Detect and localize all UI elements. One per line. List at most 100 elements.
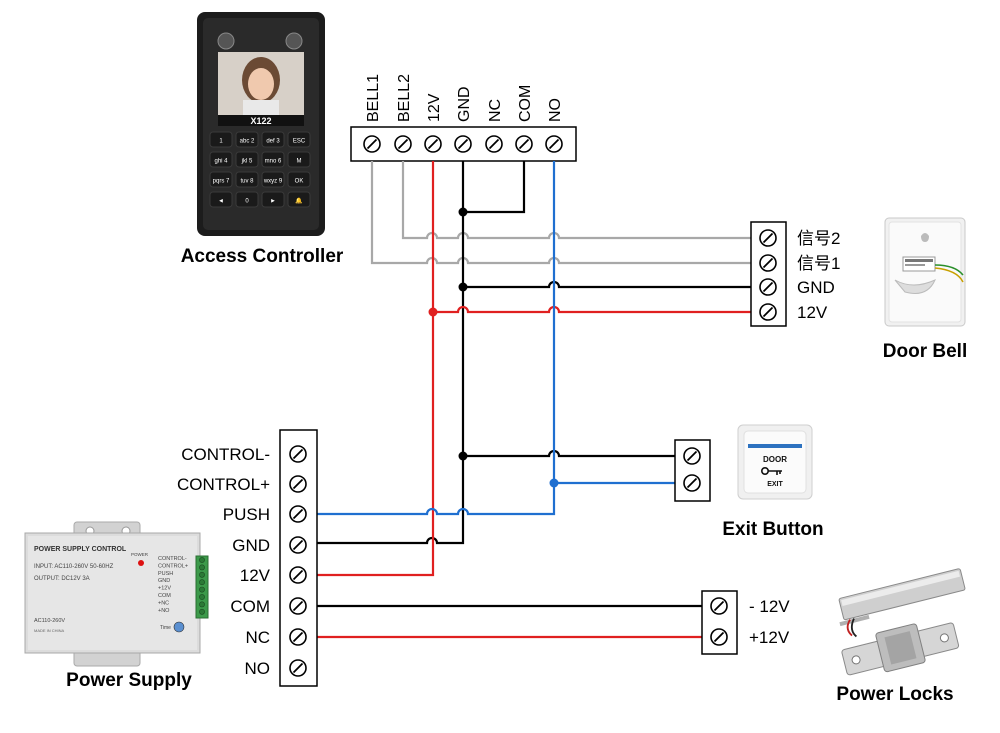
svg-text:ghi 4: ghi 4 [214, 159, 228, 165]
ps-terminal-label-com: COM [230, 597, 270, 616]
svg-text:abc 2: abc 2 [240, 139, 255, 145]
keypad-key-1: abc 2 [235, 131, 259, 148]
keypad-key-15: 🔔 [287, 191, 311, 208]
keypad-key-5: jkl 5 [235, 151, 259, 168]
title-access-controller: Access Controller [181, 246, 344, 267]
terminal-label-gnd: GND [456, 86, 473, 122]
keypad-key-10: wxyz 9 [261, 171, 285, 188]
screw-terminal-bell2 [394, 135, 412, 153]
keypad-key-2: def 3 [261, 131, 285, 148]
keypad-key-0: 1 [209, 131, 233, 148]
wire-no-trunk [317, 161, 556, 516]
exit-button-device: DOOR EXIT [737, 424, 813, 500]
bell-screw-3 [759, 303, 777, 321]
ps-screw-gnd [289, 536, 307, 554]
screw-terminal-nc [485, 135, 503, 153]
wire-gnd-bell [463, 280, 751, 289]
face-photo [242, 57, 280, 115]
keypad-key-4: ghi 4 [209, 151, 233, 168]
ps-terminal-label-nc: NC [245, 628, 270, 647]
keypad-key-6: mno 6 [261, 151, 285, 168]
access-controller-device: X122 1 abc 2 def 3 ESC ghi 4 jkl 5 mno 6 Mpqrs … [197, 12, 325, 236]
power-supply-terminal-block: CONTROL- CONTROL+ PUSH GND 12V COM NC NO [177, 429, 318, 687]
svg-text:🔔: 🔔 [295, 197, 303, 205]
bell-terminal-label-0: 信号2 [797, 229, 840, 248]
time-knob-icon [173, 621, 185, 633]
screw-terminal-com [515, 135, 533, 153]
wire-gnd-trunk [317, 161, 465, 545]
power-led [138, 560, 144, 566]
bell-terminal-label-1: 信号1 [797, 254, 840, 273]
ps-device-term-6: +NC [158, 600, 169, 606]
title-power-locks: Power Locks [836, 684, 953, 705]
ps-device-made: MADE IN CHINA [34, 628, 65, 633]
green-terminal-5 [199, 594, 205, 600]
terminal-label-com: COM [517, 85, 534, 122]
terminal-label-bell1: BELL1 [365, 74, 382, 122]
ps-terminal-label-control+: CONTROL+ [177, 475, 270, 494]
lock-terminal-label-0: - 12V [749, 597, 790, 616]
lock-screw-0 [710, 597, 728, 615]
keypad-key-12: ◄ [209, 191, 233, 208]
svg-text:0: 0 [245, 199, 249, 205]
svg-text:jkl 5: jkl 5 [241, 159, 253, 165]
ps-terminal-label-control-: CONTROL- [181, 445, 270, 464]
bell-screw-0 [759, 229, 777, 247]
keypad-key-8: pqrs 7 [209, 171, 233, 188]
svg-text:def 3: def 3 [266, 139, 280, 145]
terminal-label-no: NO [547, 98, 564, 122]
bell-screw-2 [759, 278, 777, 296]
ps-screw-control+ [289, 475, 307, 493]
svg-text:tuv 8: tuv 8 [240, 179, 254, 185]
svg-text:M: M [297, 159, 302, 165]
exit-face-exit: EXIT [767, 481, 783, 488]
ps-terminal-label-push: PUSH [223, 505, 270, 524]
controller-model: X122 [250, 116, 271, 126]
strike-lock [841, 622, 960, 676]
title-door-bell: Door Bell [883, 341, 967, 362]
key-icon [760, 466, 782, 475]
ps-device-term-3: GND [158, 578, 170, 584]
exit-face-door: DOOR [763, 455, 787, 464]
screw-terminal-12v [424, 135, 442, 153]
ps-screw-no [289, 659, 307, 677]
ps-screw-com [289, 597, 307, 615]
svg-text:►: ► [270, 199, 276, 205]
wire-12v-trunk [317, 161, 435, 577]
power-locks-terminal-block: - 12V +12V [701, 590, 790, 655]
lock-terminal-label-1: +12V [749, 628, 790, 647]
junction-gnd-com [458, 207, 468, 217]
junction-gnd-bell [458, 282, 468, 292]
ps-device-term-5: COM [158, 593, 171, 599]
green-terminal-6 [199, 601, 205, 608]
ps-device-input: INPUT: AC110-260V 50-60HZ [34, 564, 114, 570]
svg-text:ESC: ESC [293, 139, 306, 145]
magnetic-lock [838, 568, 966, 638]
ps-device-term-2: PUSH [158, 571, 173, 577]
ps-terminal-label-12v: 12V [240, 566, 271, 585]
title-exit-button: Exit Button [722, 519, 823, 540]
exit-screw-0 [683, 447, 701, 465]
ps-device-term-4: +12V [158, 586, 171, 592]
green-terminal-3 [199, 579, 205, 586]
ps-terminal-label-no: NO [245, 659, 271, 678]
ps-device-title: POWER SUPPLY CONTROL [34, 546, 127, 553]
power-locks-device [838, 568, 966, 676]
wire-com-ctrl [463, 161, 526, 214]
svg-text:OK: OK [295, 179, 304, 185]
svg-text:pqrs 7: pqrs 7 [213, 179, 230, 185]
lock-screw-1 [710, 628, 728, 646]
green-terminal-4 [199, 586, 205, 593]
screw-terminal-no [545, 135, 563, 153]
keypad-key-3: ESC [287, 131, 311, 148]
door-bell-device [884, 217, 966, 327]
keypad-key-13: 0 [235, 191, 259, 208]
ps-device-time: Time [160, 625, 171, 631]
wire-bell2 [401, 161, 751, 240]
terminal-label-12v: 12V [426, 93, 443, 122]
ps-device-term-7: +NO [158, 608, 170, 614]
ps-terminal-label-gnd: GND [232, 536, 270, 555]
